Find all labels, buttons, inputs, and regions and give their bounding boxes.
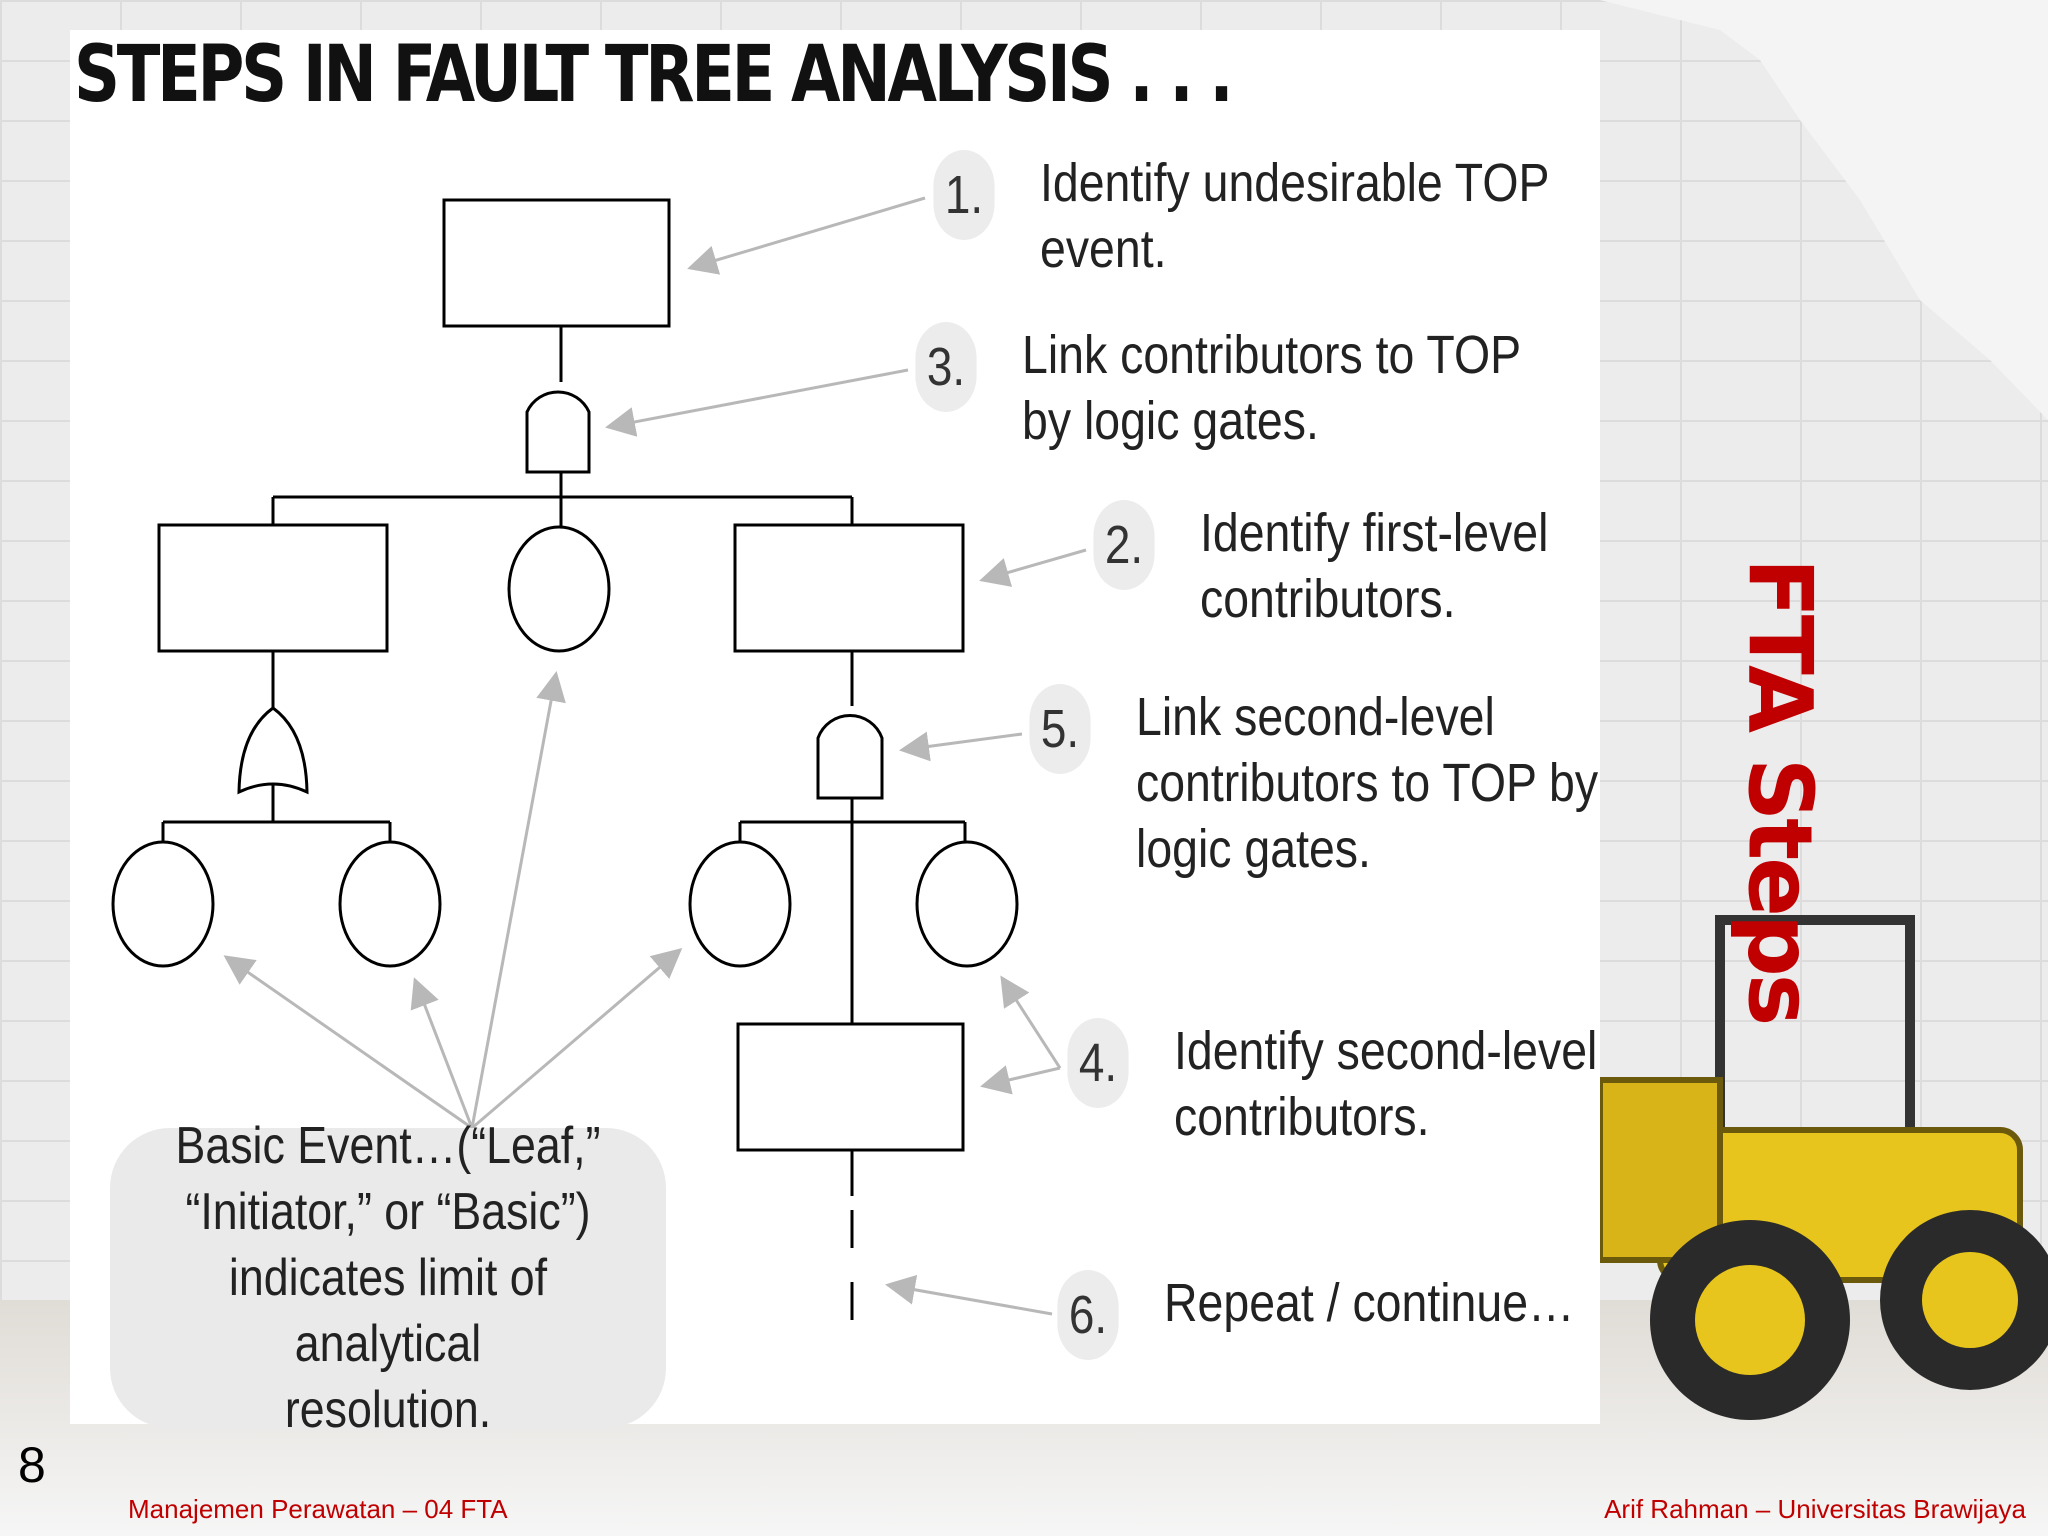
arrow-basic-1	[223, 955, 473, 1130]
top-event-box	[442, 198, 671, 328]
step-4-number: 4.	[1067, 1018, 1129, 1108]
arrow-step-4a	[1000, 975, 1062, 1069]
arrow-step-6	[885, 1274, 1053, 1316]
basic-event-2	[338, 840, 442, 968]
arrow-basic-2	[410, 977, 474, 1129]
side-title-text: FTA Steps	[1728, 557, 1832, 1023]
step-1-number: 1.	[933, 150, 995, 240]
footer-right: Arif Rahman – Universitas Brawijaya	[1604, 1494, 2026, 1524]
arrow-step-2	[979, 548, 1087, 587]
arrow-basic-3	[470, 671, 566, 1129]
slide-number: 8	[18, 1437, 46, 1493]
step-1: 1. Identify undesirable TOP event.	[928, 150, 1632, 282]
arrow-step-3	[605, 368, 909, 437]
step-6-text: Repeat / continue…	[1164, 1273, 1575, 1333]
step-2-text: Identify first-level contributors.	[1200, 503, 1549, 629]
first-level-basic-event	[507, 525, 611, 653]
arrow-step-4b	[980, 1065, 1061, 1095]
right-and-gate	[816, 713, 884, 800]
step-2-number: 2.	[1093, 500, 1155, 590]
step-1-text: Identify undesirable TOP event.	[1040, 153, 1550, 279]
step-4: 4. Identify second-level contributors.	[1062, 1018, 1666, 1150]
slide-title: STEPS IN FAULT TREE ANALYSIS . . .	[74, 30, 1234, 120]
step-6-number: 6.	[1057, 1270, 1119, 1360]
basic-event-callout: Basic Event…(“Leaf,” “Initiator,” or “Ba…	[110, 1117, 666, 1439]
footer-left: Manajemen Perawatan – 04 FTA	[128, 1494, 508, 1524]
step-3-text: Link contributors to TOP by logic gates.	[1022, 325, 1522, 451]
step-3-number: 3.	[915, 322, 977, 412]
basic-event-1	[111, 840, 215, 968]
step-5-number: 5.	[1029, 684, 1091, 774]
step-3: 3. Link contributors to TOP by logic gat…	[910, 322, 1602, 454]
arrow-basic-4	[471, 948, 683, 1130]
arrow-step-1	[687, 196, 926, 275]
step-5: 5. Link second-level contributors to TOP…	[1024, 684, 1673, 882]
step-5-text: Link second-level contributors to TOP by…	[1136, 687, 1599, 879]
left-or-gate	[237, 706, 309, 795]
arrow-step-5	[899, 731, 1023, 762]
first-level-event-left	[157, 523, 389, 653]
basic-event-text: Basic Event…(“Leaf,” “Initiator,” or “Ba…	[175, 1117, 601, 1439]
first-level-event-right	[733, 523, 965, 653]
top-and-gate	[525, 390, 591, 474]
basic-event-4	[915, 840, 1019, 968]
step-2: 2. Identify first-level contributors.	[1088, 500, 1605, 632]
step-6: 6. Repeat / continue…	[1052, 1270, 1641, 1360]
step-4-text: Identify second-level contributors.	[1174, 1021, 1598, 1147]
second-level-event	[736, 1022, 965, 1152]
basic-event-3	[688, 840, 792, 968]
toy-loader-illustration	[1600, 915, 2048, 1420]
side-title: FTA Steps	[1720, 557, 1840, 1023]
